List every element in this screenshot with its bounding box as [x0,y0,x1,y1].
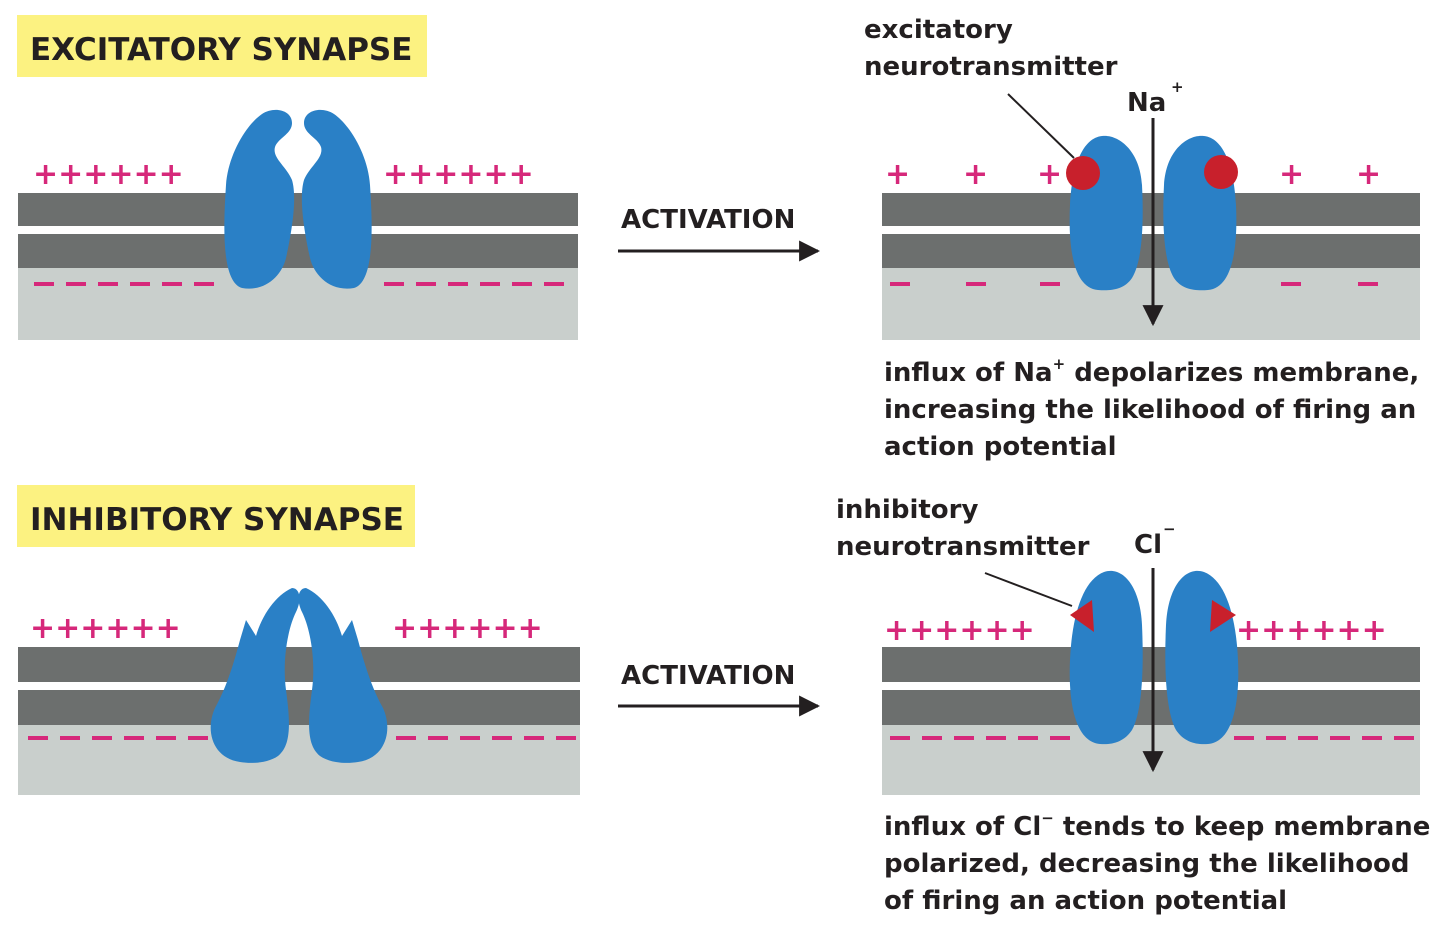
neurotransmitter-leader-line [1007,93,1075,159]
neurotransmitter-label-line1: inhibitory [836,495,978,525]
inhibitory-neurotransmitter-left [1070,600,1094,632]
positive-charges-left: ++++++ [30,611,181,646]
channel-subunit-left [224,109,295,289]
excitatory-activated-membrane: + + + + + [882,118,1420,340]
positive-charges-right: ++++++ [1236,613,1387,648]
closed-channel [224,109,372,289]
excitatory-neurotransmitter-right [1204,155,1238,189]
membrane-outer-layer [18,193,578,226]
activation-label: ACTIVATION [621,205,795,235]
positive-charge: + [885,157,910,192]
excitatory-caption-line1: influx of Na+ depolarizes membrane, [884,355,1419,388]
closed-channel [210,588,388,763]
excitatory-caption-line2: increasing the likelihood of firing an [884,395,1416,425]
inhibitory-title: INHIBITORY SYNAPSE [30,502,404,538]
cytoplasm [882,268,1420,340]
cytoplasm [18,268,578,340]
sodium-ion-charge: + [1171,78,1184,96]
positive-charges-right: ++++++ [383,157,534,192]
membrane-outer-layer [18,647,580,682]
cytoplasm [18,725,580,795]
channel-subunit-left [210,588,300,763]
membrane-outer-layer [882,193,1420,226]
chloride-ion-label: Cl [1134,530,1162,560]
positive-charge: + [1356,157,1381,192]
positive-charges-left: ++++++ [33,157,184,192]
neurotransmitter-label-line2: neurotransmitter [864,52,1118,82]
excitatory-neurotransmitter-left [1066,156,1100,190]
inhibitory-neurotransmitter-right [1210,600,1236,632]
excitatory-caption-line3: action potential [884,432,1117,462]
neurotransmitter-label-line1: excitatory [864,15,1013,45]
membrane-inner-layer [882,690,1420,725]
inhibitory-section: INHIBITORY SYNAPSE ++++++ ++++++ ACTIVAT… [17,485,1430,916]
positive-charges-left: ++++++ [884,613,1035,648]
activation-label: ACTIVATION [621,661,795,691]
neurotransmitter-label-line2: neurotransmitter [836,532,1090,562]
neurotransmitter-leader-line [984,572,1073,607]
excitatory-title: EXCITATORY SYNAPSE [30,32,412,68]
channel-subunit-right [1165,570,1239,745]
positive-charges-right: ++++++ [392,611,543,646]
channel-subunit-right [298,588,388,763]
inhibitory-caption-line3: of firing an action potential [884,886,1287,916]
positive-charge: + [1279,157,1304,192]
channel-subunit-left [1069,570,1143,745]
excitatory-section: EXCITATORY SYNAPSE ++++++ ++++++ ACTIVAT… [17,15,1420,462]
inhibitory-activated-membrane: ++++++ ++++++ [882,568,1420,795]
cytoplasm [882,725,1420,795]
inhibitory-caption-line2: polarized, decreasing the likelihood [884,849,1410,879]
membrane-inner-layer [18,234,578,268]
excitatory-resting-membrane: ++++++ ++++++ [18,109,578,340]
positive-charge: + [1037,157,1062,192]
membrane-outer-layer [882,647,1420,682]
excitatory-title-highlight [17,15,427,77]
inhibitory-resting-membrane: ++++++ ++++++ [18,588,580,795]
sodium-ion-label: Na [1127,88,1166,118]
chloride-ion-charge: − [1163,520,1176,538]
positive-charge: + [963,157,988,192]
channel-subunit-right [301,109,372,289]
membrane-inner-layer [882,234,1420,268]
membrane-inner-layer [18,690,580,725]
inhibitory-caption-line1: influx of Cl− tends to keep membrane [884,809,1430,842]
inhibitory-title-highlight [17,485,415,547]
